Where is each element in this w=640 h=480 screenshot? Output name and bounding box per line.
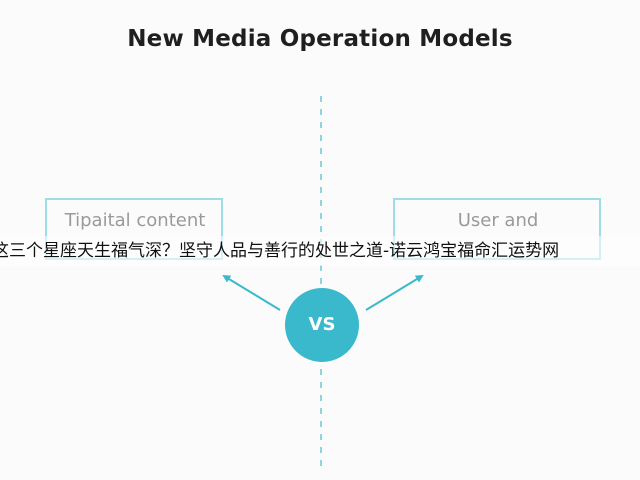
overlay-caption-text: 这三个星座天生福气深？坚守人品与善行的处世之道-诺云鸿宝福命汇运势网 xyxy=(0,241,560,261)
vs-label: VS xyxy=(308,314,336,335)
right-arrow xyxy=(365,274,424,311)
diagram-title: New Media Operation Models xyxy=(127,26,513,52)
vs-circle xyxy=(285,288,359,362)
left-box-label: Tipaital content xyxy=(64,210,206,231)
overlay-caption-bar: 这三个星座天生福气深？坚守人品与善行的处世之道-诺云鸿宝福命汇运势网 xyxy=(0,236,640,266)
right-box-label: User and xyxy=(457,210,539,231)
left-arrow xyxy=(222,274,281,311)
